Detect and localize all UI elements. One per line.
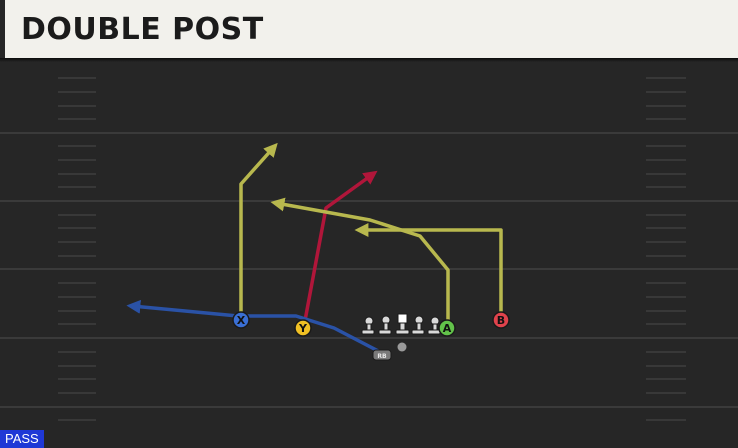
- player-y[interactable]: Y: [294, 319, 312, 337]
- play-diagram-field: X Y A B RB: [0, 77, 738, 421]
- player-rb[interactable]: RB: [372, 349, 392, 361]
- hash-marks-left: [58, 77, 96, 421]
- route-y-post: [302, 170, 378, 328]
- player-y-label: Y: [298, 322, 308, 335]
- quarterback-marker: [397, 342, 407, 352]
- hash-marks-right: [646, 77, 686, 421]
- route-x-post: [239, 142, 278, 320]
- lineman-rg: [411, 315, 425, 335]
- player-a-label: A: [443, 322, 452, 335]
- offensive-line: [361, 313, 441, 335]
- banner-shadow: [0, 58, 738, 62]
- route-rb-flat: [126, 299, 384, 355]
- player-rb-label: RB: [377, 353, 387, 360]
- player-x[interactable]: X: [232, 311, 250, 329]
- yard-lines: [0, 132, 738, 408]
- play-title-banner: DOUBLE POST: [0, 0, 738, 58]
- player-b-label: B: [497, 314, 505, 327]
- lineman-lg: [378, 315, 392, 335]
- player-b[interactable]: B: [492, 311, 510, 329]
- player-a[interactable]: A: [438, 319, 456, 337]
- routes: [126, 142, 503, 355]
- route-b-dig: [354, 223, 503, 320]
- lineman-rt: [427, 316, 441, 335]
- center-marker: [395, 313, 410, 335]
- lineman-lt: [361, 316, 375, 335]
- play-title: DOUBLE POST: [21, 12, 264, 47]
- play-type-badge: PASS: [0, 430, 44, 448]
- player-x-label: X: [237, 314, 246, 327]
- route-a-deep-cross: [270, 197, 450, 328]
